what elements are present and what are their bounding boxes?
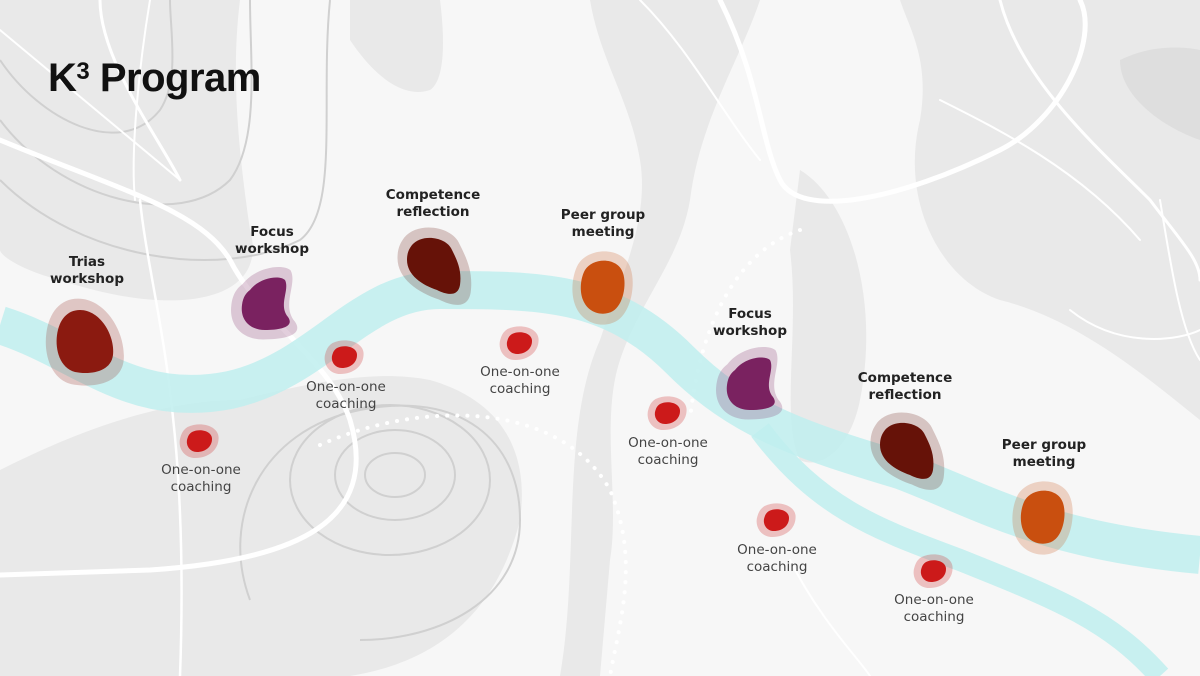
title-superscript: 3 [76, 58, 90, 85]
marker-competence-2 [397, 227, 472, 305]
marker-core [880, 422, 934, 479]
marker-core [241, 277, 290, 330]
marker-coaching-7 [647, 396, 687, 431]
marker-core [654, 402, 680, 424]
marker-trias-0 [45, 298, 124, 386]
marker-coaching-4 [179, 424, 219, 459]
title-text: K [48, 56, 77, 100]
marker-coaching-6 [499, 326, 539, 361]
marker-coaching-10 [756, 503, 796, 538]
marker-peer-3 [572, 251, 633, 325]
dotted-paths [318, 228, 802, 676]
page-title: K3 Program [48, 56, 261, 101]
marker-competence-9 [870, 412, 945, 490]
marker-core [56, 310, 114, 374]
marker-core [763, 509, 789, 531]
marker-focus-1 [231, 267, 298, 340]
marker-core [580, 260, 625, 314]
title-rest: Program [89, 56, 261, 100]
marker-focus-8 [716, 347, 783, 420]
milestone-markers [45, 227, 1073, 589]
marker-core [920, 560, 946, 582]
marker-core [331, 346, 357, 368]
marker-core [186, 430, 212, 452]
river [0, 270, 1200, 676]
marker-core [407, 237, 461, 294]
marker-coaching-12 [913, 554, 953, 589]
marker-core [1020, 490, 1065, 544]
marker-core [726, 357, 775, 410]
marker-peer-11 [1012, 481, 1073, 555]
marker-coaching-5 [324, 340, 364, 375]
marker-core [506, 332, 532, 354]
